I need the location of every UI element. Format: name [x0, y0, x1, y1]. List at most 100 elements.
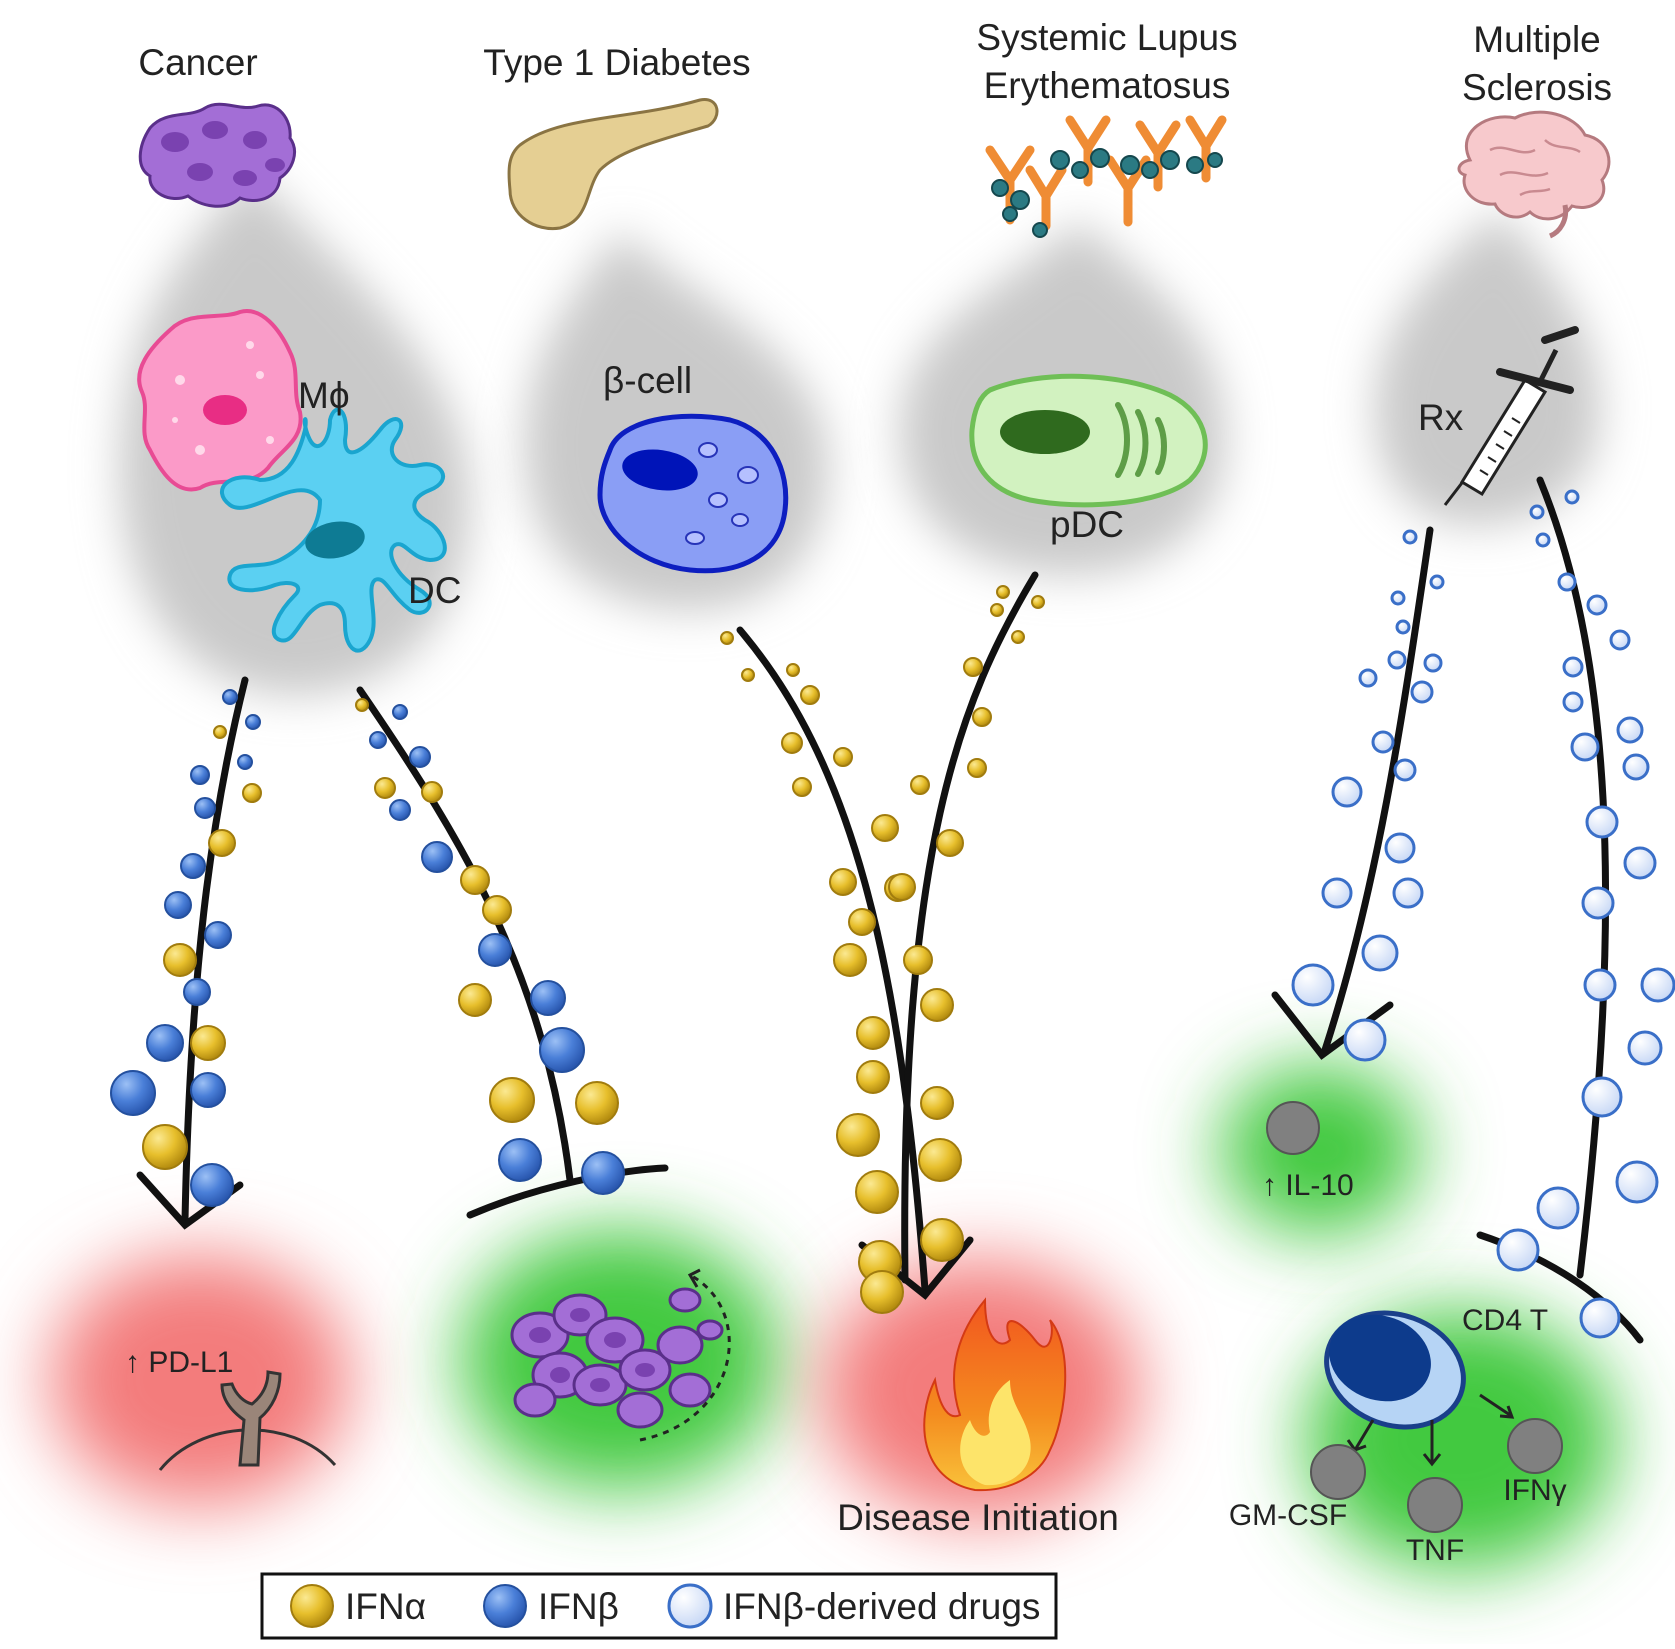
pdc-cell-icon [969, 373, 1208, 508]
inhibit-ms-to-tcell [1536, 476, 1610, 1279]
ifn-beta-dot [183, 978, 211, 1006]
ifn-beta-drug-dot [1536, 1186, 1580, 1230]
ifn-alpha-dot [855, 1170, 899, 1214]
ifn-alpha-dot [918, 1138, 962, 1182]
ifn-alpha-dot [856, 1016, 890, 1050]
ifn-beta-drug-dot [1583, 968, 1617, 1002]
label-cd4t: CD4 T [1462, 1304, 1548, 1337]
ifn-alpha-dot [374, 777, 396, 799]
cancer-cluster-icon [138, 102, 296, 208]
ifn-alpha-dot [792, 777, 812, 797]
brain-icon [1457, 110, 1611, 239]
ifng-molecule [1507, 1418, 1563, 1474]
ifn-beta-drug-dot [1392, 877, 1424, 909]
ifn-beta-drug-dot [1291, 963, 1335, 1007]
label-pdc: pDC [1050, 504, 1124, 545]
ifn-beta-drug-dot [1609, 629, 1631, 651]
ifn-alpha-dot [355, 698, 369, 712]
arrow-sle-to-disease [901, 571, 1039, 1284]
ifn-molecules [110, 489, 1675, 1339]
ifn-alpha-dot [741, 668, 755, 682]
ifn-alpha-dot [1011, 630, 1025, 644]
ifn-beta-drug-dot [1410, 680, 1434, 704]
label-pdl1: ↑ PD-L1 [125, 1346, 233, 1379]
ifn-beta-dot [539, 1027, 585, 1073]
ifn-beta-drug-dot [1581, 1076, 1623, 1118]
ifn-alpha-dot [489, 1077, 535, 1123]
ifn-beta-drug-dot [1371, 730, 1395, 754]
ifn-alpha-dot [920, 1086, 954, 1120]
ifn-beta-dot [146, 1024, 184, 1062]
ifn-beta-dot [245, 714, 261, 730]
ifn-beta-drug-dot [1395, 619, 1411, 635]
ifn-alpha-dot [208, 829, 236, 857]
ifn-alpha-dot [460, 865, 490, 895]
title-sle-line1: Systemic Lupus [976, 17, 1237, 58]
ifn-beta-drug-dot [1321, 877, 1353, 909]
title-t1d: Type 1 Diabetes [483, 42, 750, 83]
ifn-alpha-dot [142, 1124, 188, 1170]
label-tnf: TNF [1406, 1534, 1464, 1567]
ifn-beta-drug-dot [1615, 1160, 1659, 1204]
legend-ifna-label: IFNα [345, 1586, 426, 1627]
ifn-beta-dot [164, 891, 192, 919]
label-gmcsf: GM-CSF [1229, 1499, 1347, 1532]
ifn-alpha-dot [163, 943, 197, 977]
label-beta-cell: β-cell [603, 360, 692, 401]
ifn-beta-drug-dot [1616, 716, 1644, 744]
ifn-beta-drug-dot [1387, 650, 1407, 670]
ifn-alpha-dot [213, 725, 227, 739]
ifn-beta-drug-dot [1562, 656, 1584, 678]
ifn-alpha-dot [848, 908, 876, 936]
legend-box [260, 1572, 1058, 1640]
arrow-t1d-to-disease [736, 626, 929, 1294]
ifn-beta-dot [389, 799, 411, 821]
ifn-beta-drug-dot [1331, 776, 1363, 808]
ifn-alpha-dot [860, 1270, 904, 1314]
label-ifng: IFNγ [1503, 1474, 1566, 1507]
ifn-beta-dot [421, 841, 453, 873]
cd4-tcell-icon [1310, 1310, 1563, 1533]
label-il10: ↑ IL-10 [1262, 1169, 1354, 1202]
ifn-alpha-dot [829, 868, 857, 896]
ifn-alpha-dot [871, 814, 899, 842]
ifn-beta-drug-dot [1393, 758, 1417, 782]
title-ms-line1: Multiple [1473, 19, 1601, 60]
ifn-alpha-dot [888, 873, 916, 901]
ifn-beta-drug-dot [1564, 489, 1580, 505]
ifn-alpha-dot [833, 943, 867, 977]
ifn-beta-dot [204, 921, 232, 949]
legend: IFNα IFNβ IFNβ-derived drugs [260, 1572, 1058, 1640]
ifn-alpha-dot [972, 707, 992, 727]
legend-ifnb-icon [483, 1584, 527, 1628]
ifn-beta-drug-dot [1361, 934, 1399, 972]
ifn-beta-dot [409, 746, 431, 768]
ifn-alpha-dot [575, 1081, 619, 1125]
ifn-beta-dot [194, 797, 216, 819]
ifn-alpha-dot [996, 585, 1010, 599]
ifn-beta-drug-dot [1585, 805, 1619, 839]
droplet-ms [1375, 210, 1600, 525]
ifn-alpha-dot [836, 1113, 880, 1157]
pancreas-icon [507, 98, 719, 231]
ifn-alpha-dot [786, 663, 800, 677]
ifn-alpha-dot [720, 631, 734, 645]
title-cancer: Cancer [138, 42, 257, 83]
ifn-alpha-dot [242, 783, 262, 803]
ifn-alpha-dot [963, 657, 983, 677]
dendritic-cell-icon [220, 407, 447, 653]
syringe-icon [1443, 326, 1579, 506]
ifn-beta-drug-dot [1390, 590, 1406, 606]
ifn-beta-dot [110, 1070, 156, 1116]
ifn-alpha-dot [967, 758, 987, 778]
arrow-cancer-to-pdl1 [181, 676, 249, 1224]
ifn-beta-dot [392, 704, 408, 720]
label-disease-initiation: Disease Initiation [837, 1497, 1119, 1538]
ifn-beta-dot [581, 1151, 625, 1195]
ifn-beta-dot [222, 689, 238, 705]
ifn-beta-drug-dot [1343, 1018, 1387, 1062]
macrophage-icon [137, 309, 303, 492]
label-dc: DC [408, 570, 461, 611]
ifn-beta-drug-dot [1496, 1228, 1540, 1272]
